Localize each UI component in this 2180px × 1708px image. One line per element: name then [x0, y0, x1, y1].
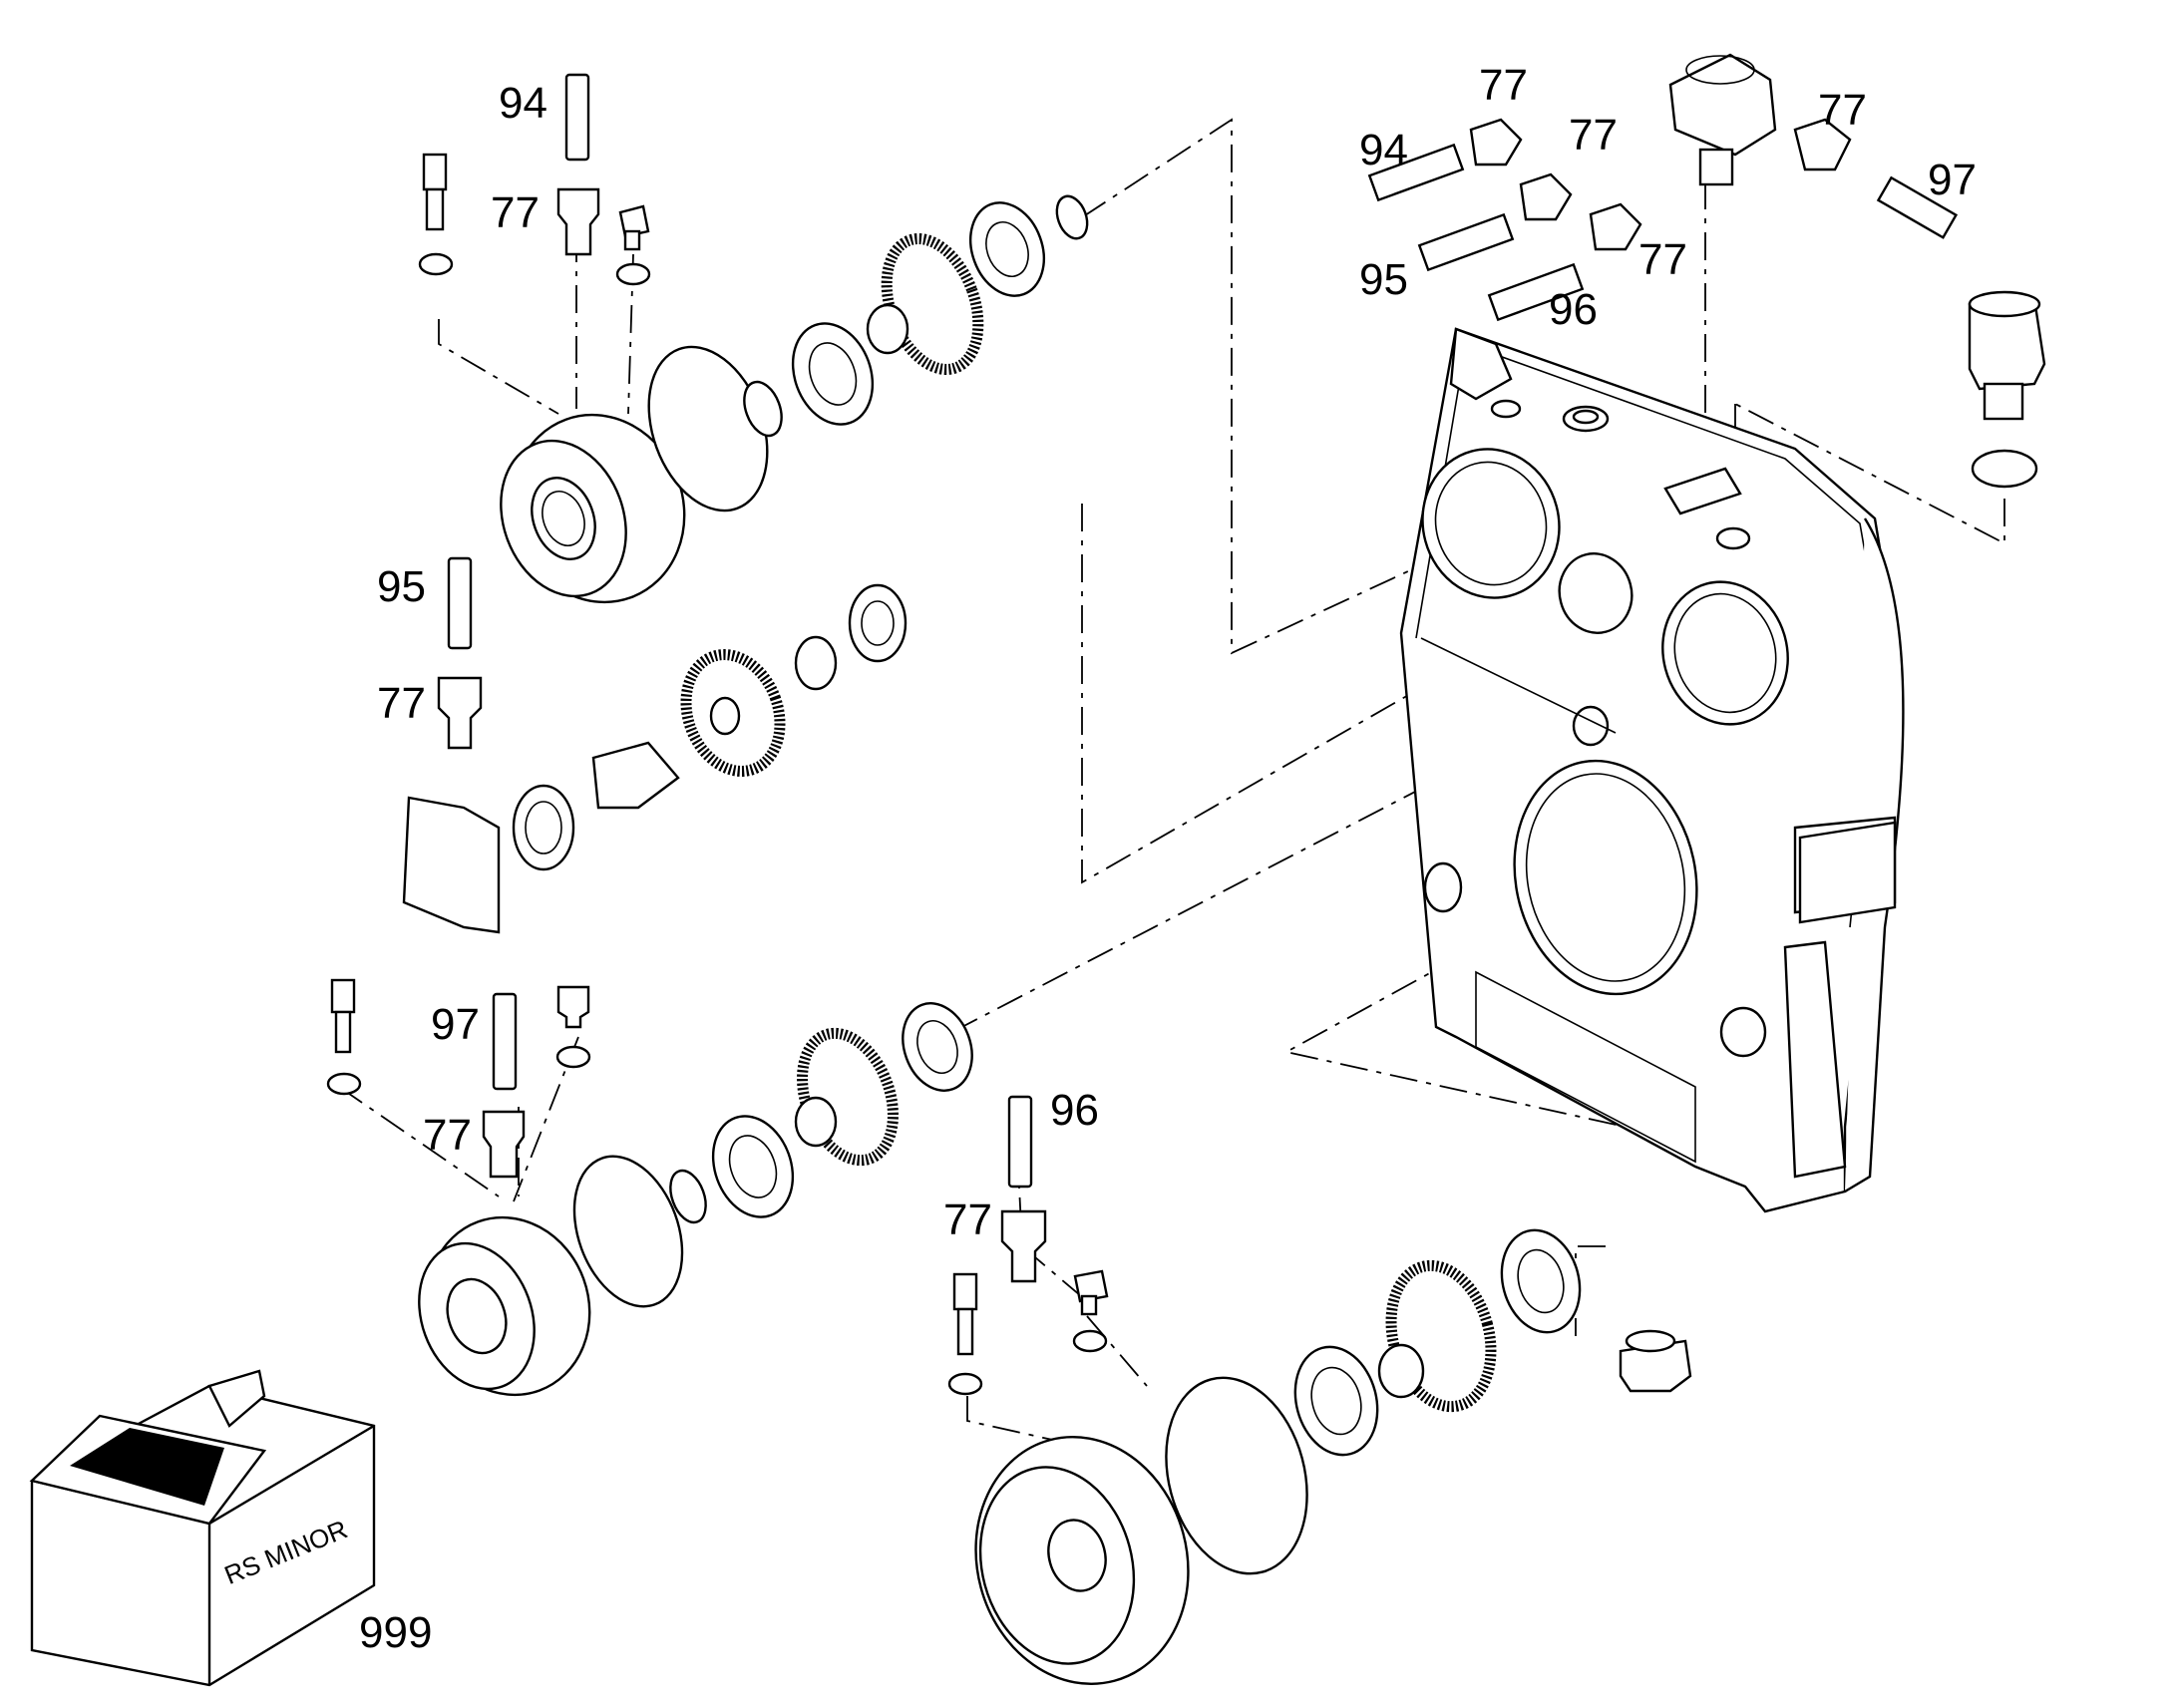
part-number-labels: 94 77 95 77 97 77 96 77 77 77 77 77 94 9…	[359, 61, 1977, 1657]
top-left-assembly	[418, 73, 1089, 604]
label-77-top-right-d: 77	[1638, 235, 1687, 284]
bottom-assembly	[947, 1095, 1692, 1685]
label-95-top-right: 95	[1359, 255, 1408, 304]
middle-left-assembly	[402, 556, 908, 934]
label-77-bottom: 77	[943, 1196, 992, 1244]
top-right-fittings	[1367, 53, 2046, 489]
gearbox-housing	[1399, 327, 1905, 1213]
label-77-top-left: 77	[491, 188, 540, 237]
label-77-mid-left: 77	[377, 679, 426, 728]
box-icon: RS MINOR	[29, 1369, 376, 1687]
label-77-low-left: 77	[423, 1111, 472, 1160]
lower-left-assembly	[326, 978, 973, 1397]
label-97-top-right: 97	[1928, 156, 1977, 204]
label-97-left: 97	[431, 1000, 480, 1049]
label-96-bottom: 96	[1050, 1086, 1099, 1135]
label-77-top-right-c: 77	[1818, 86, 1867, 135]
label-94-top-right: 94	[1359, 126, 1408, 174]
label-96-top-right: 96	[1549, 285, 1598, 334]
label-999-box: 999	[359, 1608, 432, 1657]
label-77-top-right-b: 77	[1569, 111, 1618, 160]
label-94-top-left: 94	[499, 79, 547, 128]
label-77-top-right-a: 77	[1479, 61, 1528, 110]
label-95-left: 95	[377, 562, 426, 611]
